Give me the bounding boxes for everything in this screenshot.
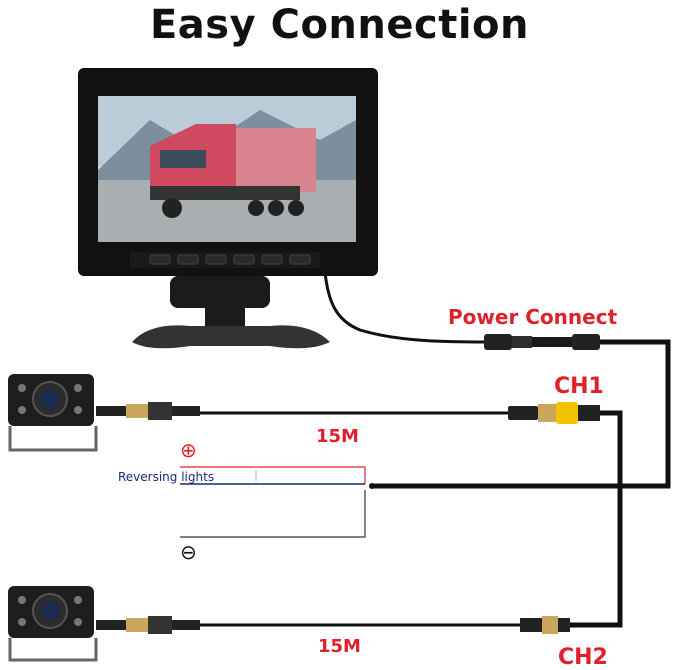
ch1-connector-icon bbox=[508, 402, 600, 424]
reversing-lights-label: Reversing lights bbox=[118, 470, 215, 484]
power-connector-icon bbox=[484, 334, 600, 350]
cable-length-top-label: 15M bbox=[316, 426, 359, 447]
page-title: Easy Connection bbox=[149, 2, 530, 48]
ch1-label: CH1 bbox=[554, 374, 604, 399]
cable-length-bottom-label: 15M bbox=[318, 636, 361, 657]
monitor-icon bbox=[78, 68, 378, 349]
ch2-label: CH2 bbox=[558, 645, 608, 670]
backup-camera-icon-bottom bbox=[8, 586, 200, 662]
backup-camera-icon-top bbox=[8, 374, 200, 452]
power-connect-label: Power Connect bbox=[448, 305, 618, 329]
ch2-connector-icon bbox=[520, 616, 570, 634]
ch-trunk-cable bbox=[568, 410, 623, 628]
positive-terminal-icon: ⊕ bbox=[180, 438, 197, 462]
power-cable bbox=[372, 339, 671, 489]
reversing-negative-wire bbox=[180, 490, 366, 538]
negative-terminal-icon: ⊖ bbox=[180, 540, 197, 564]
monitor-cable bbox=[323, 271, 487, 344]
